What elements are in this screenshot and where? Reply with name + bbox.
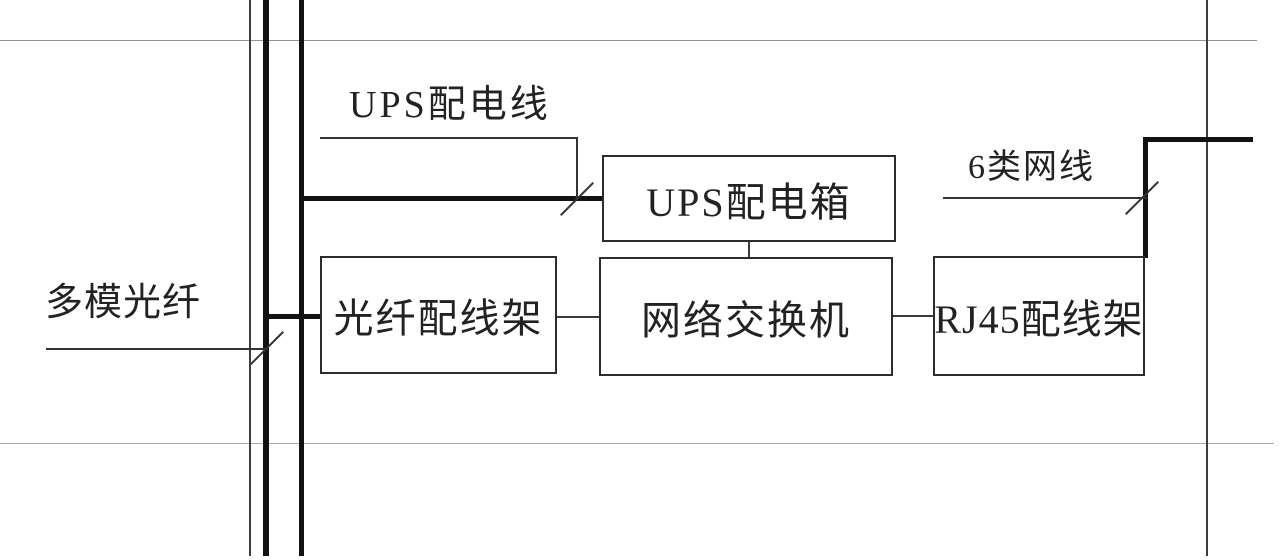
node-rj45-patch-panel-label: RJ45配线架 [934, 297, 1144, 342]
node-fiber-patch-panel: 光纤配线架 [320, 256, 557, 374]
connector-switch-to-rj45panel [891, 315, 935, 317]
cable-multimode-fiber [263, 314, 322, 319]
label-ups-power-line: UPS配电线 [349, 84, 551, 126]
label-cat6-cable: 6类网线 [968, 149, 1095, 186]
leader-ups-line-vertical [576, 137, 578, 200]
riser-thick-line-2 [299, 0, 304, 556]
connector-fiberpanel-to-switch [555, 316, 601, 318]
riser-thin-line-right [1206, 0, 1208, 556]
grid-hline-lower [0, 443, 1274, 444]
label-multimode-fiber: 多模光纤 [45, 282, 202, 324]
node-network-switch: 网络交换机 [599, 257, 893, 376]
leader-ups-line-horizontal [320, 137, 577, 139]
node-ups-distribution-box: UPS配电箱 [602, 155, 896, 242]
riser-thick-line-1 [263, 0, 269, 556]
leader-cat6 [943, 197, 1147, 199]
node-fiber-patch-panel-label: 光纤配线架 [333, 296, 544, 341]
riser-thin-line-left [249, 0, 251, 556]
cable-cat6-horizontal [1143, 137, 1253, 142]
node-network-switch-label: 网络交换机 [641, 297, 851, 343]
cable-ups-power [301, 196, 604, 201]
node-rj45-patch-panel: RJ45配线架 [933, 256, 1145, 376]
connector-upsbox-to-switch [748, 242, 750, 258]
node-ups-distribution-box-label: UPS配电箱 [646, 179, 852, 225]
leader-multimode-fiber [46, 348, 267, 350]
grid-hline-top [0, 40, 1257, 41]
